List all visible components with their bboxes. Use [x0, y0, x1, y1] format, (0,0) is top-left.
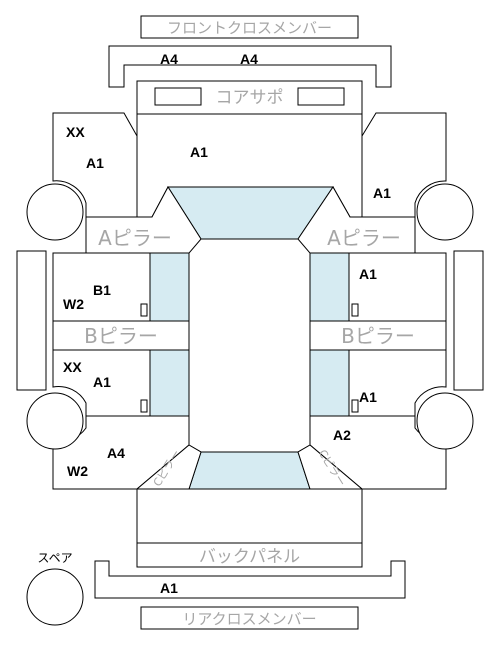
front-cross-member-bracket — [108, 45, 392, 88]
rear-cross-member-box — [140, 606, 359, 630]
rear-left-door-code-xx: XX — [63, 359, 82, 375]
front-left-door-handle — [140, 303, 148, 317]
a-pillar-left-label: Aピラー — [98, 226, 172, 250]
rear-right-door-code: A1 — [359, 389, 377, 405]
rear-cross-member-bracket — [94, 560, 406, 599]
b-pillar-left-label: Bピラー — [84, 324, 158, 348]
b-pillar-right-label: Bピラー — [341, 324, 415, 348]
spare-tire — [26, 568, 84, 626]
back-panel — [136, 542, 363, 568]
roof-panel — [188, 238, 311, 453]
rear-cross-code: A1 — [160, 580, 178, 596]
front-cross-member-box — [140, 15, 359, 39]
front-right-door-handle — [351, 303, 359, 317]
front-left-code: A1 — [86, 155, 104, 171]
spare-label: スペア — [37, 551, 72, 565]
rear-window — [188, 451, 311, 490]
front-right-code: A1 — [373, 185, 391, 201]
rear-left-door-code: A1 — [93, 374, 111, 390]
rear-left-door-handle — [140, 399, 148, 413]
rear-right-code: A2 — [333, 427, 351, 443]
rear-left-door-glass — [149, 349, 190, 417]
a-pillar-right-label: Aピラー — [327, 226, 401, 250]
back-panel-label: バックパネル — [199, 547, 300, 567]
front-left-door-code-b: B1 — [93, 282, 111, 298]
front-left-door-code-w: W2 — [63, 296, 84, 312]
core-support-right-light — [297, 87, 345, 106]
front-left-wheel — [26, 183, 84, 241]
rear-right-door-glass — [309, 349, 350, 417]
left-rocker-panel — [16, 250, 47, 391]
front-left-door-glass — [149, 252, 190, 322]
right-rocker-panel — [453, 250, 484, 391]
rear-right-wheel — [416, 392, 474, 450]
trunk-panel — [136, 488, 363, 544]
rear-left-wheel — [26, 392, 84, 450]
b-pillar-left — [52, 320, 190, 351]
rear-left-code-a: A4 — [107, 445, 125, 461]
rear-right-door-handle — [351, 399, 359, 413]
front-right-door-glass — [309, 252, 350, 322]
hood-code: A1 — [190, 144, 208, 160]
core-support-label: コアサポ — [216, 88, 284, 108]
front-cross-code-left: A4 — [160, 51, 178, 67]
front-right-wheel — [416, 183, 474, 241]
rear-cross-member-label: リアクロスメンバー — [182, 610, 316, 628]
b-pillar-right — [309, 320, 447, 351]
front-cross-code-right: A4 — [240, 51, 258, 67]
core-support-left-light — [154, 87, 202, 106]
front-right-fender — [361, 112, 447, 218]
front-cross-member-label: フロントクロスメンバー — [167, 19, 332, 37]
front-left-code-xx: XX — [66, 124, 85, 140]
rear-left-code-w: W2 — [67, 463, 88, 479]
front-right-door-code: A1 — [359, 266, 377, 282]
